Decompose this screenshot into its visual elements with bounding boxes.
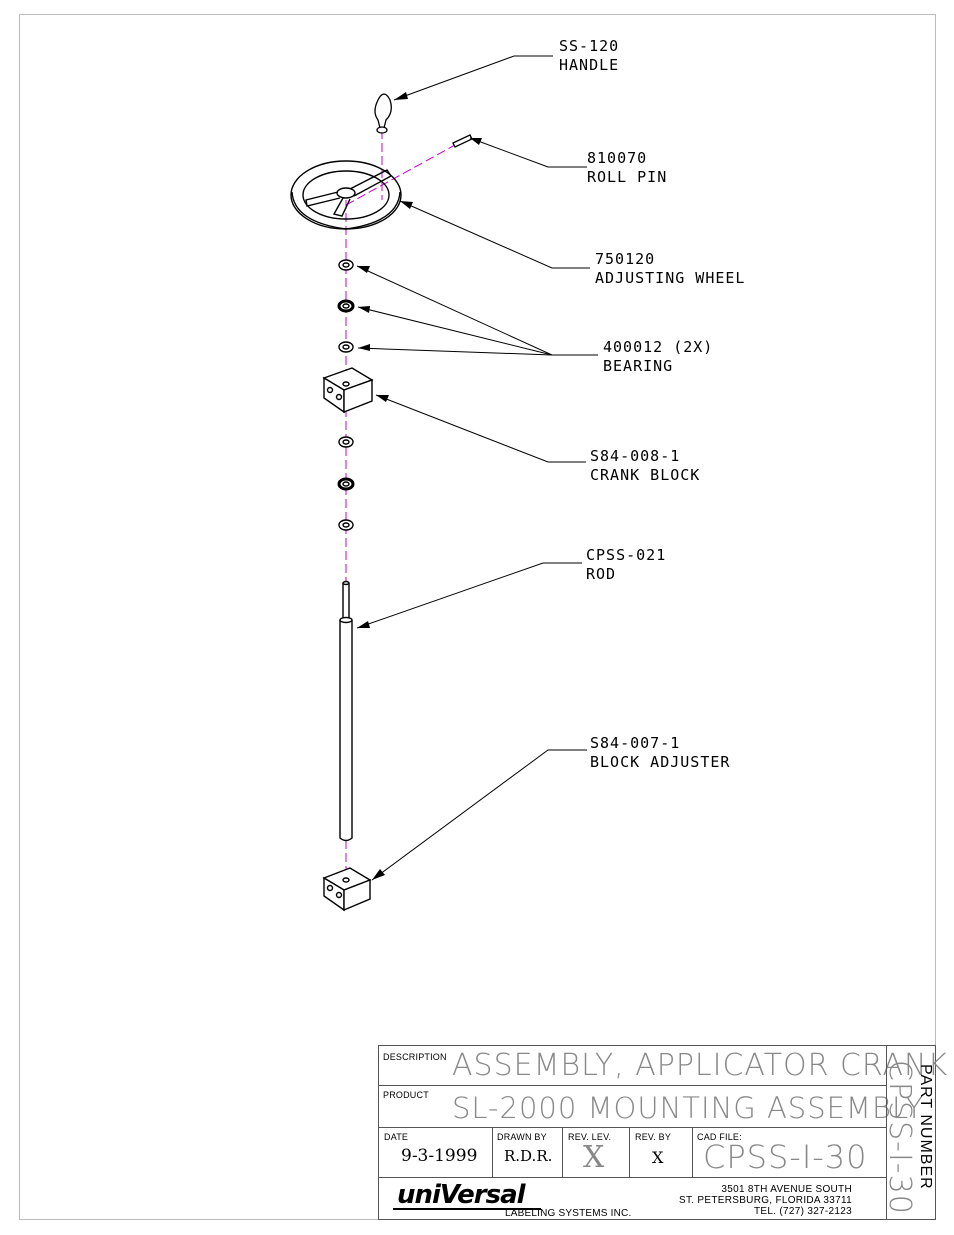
rev-by-value: X <box>652 1148 664 1167</box>
title-block: DESCRIPTION ASSEMBLY, APPLICATOR CRANK P… <box>378 1045 947 1220</box>
roll-pin-part <box>452 134 473 148</box>
crank-block-part <box>322 367 374 414</box>
callout-bearing: 400012 (2X) BEARING <box>603 338 713 376</box>
callout-wheel-part: 750120 <box>595 250 656 268</box>
product-value: SL-2000 MOUNTING ASSEMBLY <box>452 1091 924 1125</box>
product-label: PRODUCT <box>383 1090 429 1100</box>
callout-handle: SS-120 HANDLE <box>559 37 619 75</box>
handle-part <box>374 93 392 134</box>
description-label: DESCRIPTION <box>383 1052 447 1062</box>
callout-handle-name: HANDLE <box>559 56 620 74</box>
cad-file-label: CAD FILE: <box>697 1132 742 1142</box>
rev-lev-label: REV. LEV. <box>568 1132 612 1142</box>
callout-crank-block: S84-008-1 CRANK BLOCK <box>590 447 700 485</box>
logo-underline <box>393 1208 541 1210</box>
bearing-parts <box>337 259 355 531</box>
part-number-column: PART NUMBER CPSS-I-30 <box>882 1046 935 1219</box>
leader-lines <box>356 55 598 881</box>
rod-part <box>339 580 353 842</box>
callout-bearing-part: 400012 (2X) <box>603 338 714 356</box>
callout-wheel-name: ADJUSTING WHEEL <box>595 269 746 287</box>
drawn-by-cell: DRAWN BY R.D.R. <box>493 1128 563 1177</box>
part-number-value: CPSS-I-30 <box>882 1060 917 1215</box>
cad-file-cell: CAD FILE: CPSS-I-30 <box>693 1128 886 1177</box>
callout-rod-part: CPSS-021 <box>586 546 667 564</box>
company-logo: uniVersal <box>397 1180 526 1210</box>
callout-roll-pin-name: ROLL PIN <box>587 168 668 186</box>
callout-handle-part: SS-120 <box>559 37 620 55</box>
drawn-by-label: DRAWN BY <box>497 1132 547 1142</box>
block-adjuster-part <box>322 867 372 912</box>
adjusting-wheel-part <box>290 160 402 230</box>
info-row: DATE 9-3-1999 DRAWN BY R.D.R. REV. LEV. … <box>379 1128 886 1178</box>
product-row: PRODUCT SL-2000 MOUNTING ASSEMBLY <box>379 1086 923 1128</box>
description-value: ASSEMBLY, APPLICATOR CRANK <box>452 1048 949 1083</box>
rev-lev-cell: REV. LEV. X <box>563 1128 630 1177</box>
drawn-by-value: R.D.R. <box>504 1147 553 1165</box>
company-subtitle: LABELING SYSTEMS INC. <box>505 1208 632 1219</box>
leader-arrowheads <box>357 92 482 880</box>
callout-bearing-name: BEARING <box>603 357 674 375</box>
callout-roll-pin: 810070 ROLL PIN <box>587 149 667 187</box>
callout-block-adjuster-name: BLOCK ADJUSTER <box>590 753 731 771</box>
callout-roll-pin-part: 810070 <box>587 149 648 167</box>
centerlines <box>345 130 456 880</box>
callout-crank-block-name: CRANK BLOCK <box>590 466 701 484</box>
callout-block-adjuster-part: S84-007-1 <box>590 734 681 752</box>
address-line-2: ST. PETERSBURG, FLORIDA 33711 <box>678 1195 852 1206</box>
cad-file-value: CPSS-I-30 <box>703 1138 868 1176</box>
date-value: 9-3-1999 <box>401 1146 478 1166</box>
date-cell: DATE 9-3-1999 <box>379 1128 493 1177</box>
rev-by-label: REV. BY <box>635 1132 672 1142</box>
date-label: DATE <box>384 1132 409 1142</box>
rev-by-cell: REV. BY X <box>630 1128 693 1177</box>
address-line-1: 3501 8TH AVENUE SOUTH <box>721 1184 852 1195</box>
rev-lev-value: X <box>583 1140 605 1175</box>
callout-adjusting-wheel: 750120 ADJUSTING WHEEL <box>595 250 745 288</box>
description-row: DESCRIPTION ASSEMBLY, APPLICATOR CRANK <box>379 1046 947 1086</box>
callout-block-adjuster: S84-007-1 BLOCK ADJUSTER <box>590 734 730 772</box>
callout-crank-block-part: S84-008-1 <box>590 447 681 465</box>
part-number-label: PART NUMBER <box>917 1064 934 1190</box>
address-phone: TEL. (727) 327-2123 <box>754 1206 852 1217</box>
company-address: 3501 8TH AVENUE SOUTH ST. PETERSBURG, FL… <box>679 1184 852 1217</box>
callout-rod-name: ROD <box>586 565 617 583</box>
company-row: uniVersal LABELING SYSTEMS INC. 3501 8TH… <box>379 1178 886 1219</box>
callout-rod: CPSS-021 ROD <box>586 546 666 584</box>
